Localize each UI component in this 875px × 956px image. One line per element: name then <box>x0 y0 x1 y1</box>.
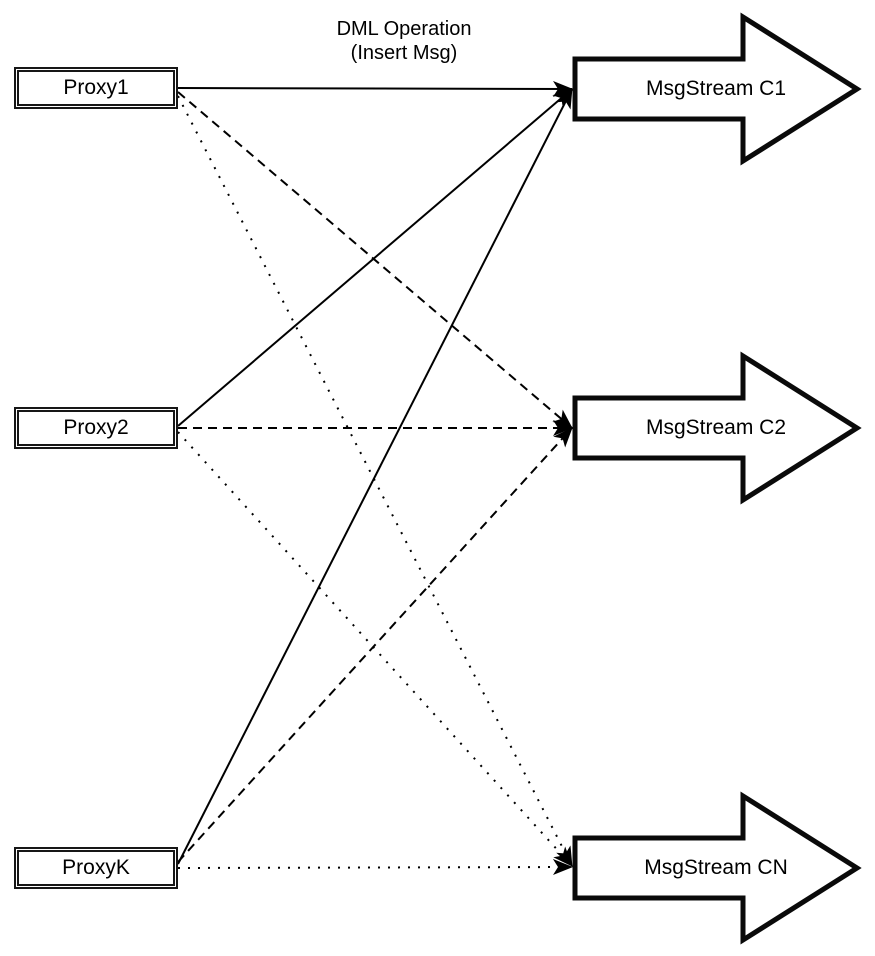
edge-proxy1-c2 <box>177 91 573 429</box>
block-arrow-group <box>572 12 862 945</box>
dml-operation-title: DML Operation (Insert Msg) <box>254 17 554 65</box>
solid-edge-group <box>177 80 573 865</box>
proxy1-label: Proxy1 <box>63 76 129 99</box>
dml-operation-title-line1: DML Operation <box>336 18 472 40</box>
edge-proxyk-c2 <box>177 427 573 863</box>
msgstream-c2-arrow-shape <box>572 351 862 505</box>
dashed-edge-group <box>177 91 573 863</box>
msgstream-cn-arrow-shape <box>572 791 862 945</box>
edge-proxy2-c1 <box>177 88 573 427</box>
dml-operation-title-line2: (Insert Msg) <box>350 42 458 64</box>
proxy2-node: Proxy2 <box>14 407 178 449</box>
proxy1-node: Proxy1 <box>14 67 178 109</box>
edge-proxyk-cn <box>177 859 573 876</box>
msgstream-c1-arrow-shape <box>572 12 862 166</box>
edge-proxy1-c1 <box>177 80 573 97</box>
proxy2-label: Proxy2 <box>63 416 129 439</box>
edge-proxyk-c1 <box>177 88 573 865</box>
proxyk-label: ProxyK <box>62 856 130 879</box>
edge-proxy2-cn <box>177 431 573 867</box>
proxyk-node: ProxyK <box>14 847 178 889</box>
edge-proxy1-cn <box>177 95 573 867</box>
dotted-edge-group <box>177 95 573 876</box>
